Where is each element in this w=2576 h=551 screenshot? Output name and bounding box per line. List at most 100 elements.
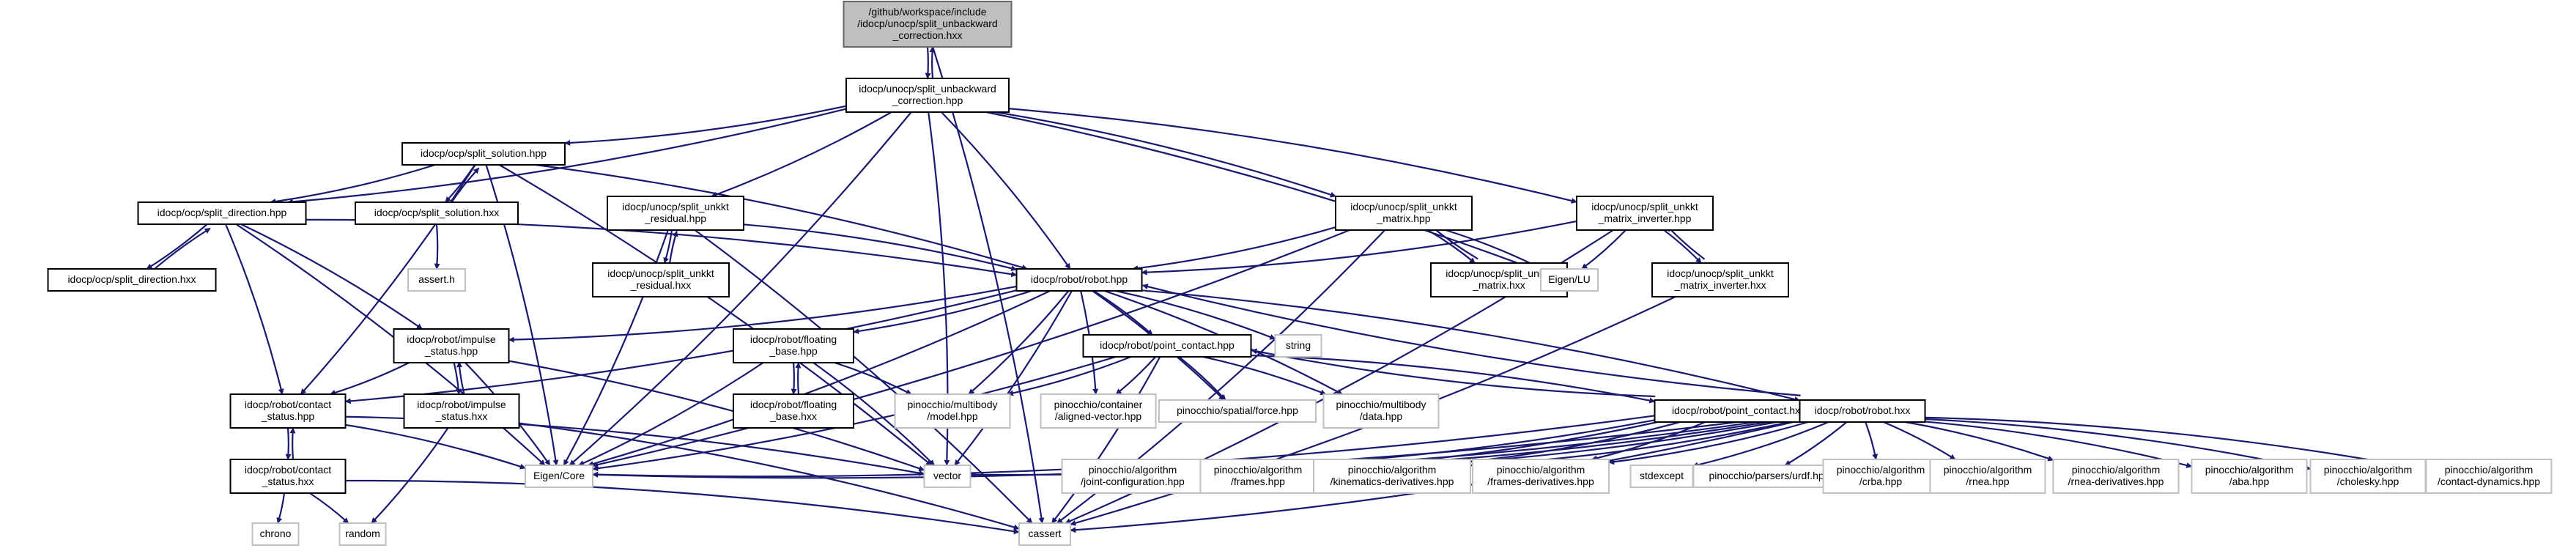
edge-unkkt-residual-hxx-to-unkkt-residual-hpp <box>668 230 678 265</box>
node-label: idocp/unocp/split_unkkt <box>1667 267 1774 279</box>
node-box <box>1322 393 1440 429</box>
node-label: _residual.hpp <box>644 212 706 224</box>
edge-point-contact-hpp-to-eigen-core <box>592 355 1117 472</box>
node-label: _correction.hpp <box>892 95 963 106</box>
node-split-direction-hxx[interactable]: idocp/ocp/split_direction.hxx <box>47 268 217 292</box>
node-label: /frames.hpp <box>1231 476 1285 487</box>
node-box <box>47 268 217 292</box>
node-box <box>1313 459 1471 494</box>
edge-sub-hpp-to-root <box>929 46 936 79</box>
node-rnea: pinocchio/algorithm/rnea.hpp <box>1929 459 2046 494</box>
node-floating-base-hxx[interactable]: idocp/robot/floating_base.hxx <box>733 393 854 429</box>
node-label: /model.hpp <box>927 410 977 422</box>
node-box <box>843 1 1013 48</box>
node-label: random <box>345 528 380 539</box>
edge-root-to-cassert <box>932 46 1045 524</box>
edge-unkkt-residual-hpp-to-robot-hpp <box>743 223 1018 272</box>
node-urdf: pinocchio/parsers/urdf.hpp <box>1692 465 1846 488</box>
edge-split-solution-hpp-to-contact-status-hpp <box>300 164 476 395</box>
node-label: _base.hpp <box>769 345 818 357</box>
node-label: /idocp/unocp/split_unbackward <box>857 18 997 29</box>
node-box <box>393 328 510 363</box>
node-root[interactable]: /github/workspace/include/idocp/unocp/sp… <box>843 1 1013 48</box>
node-label: /aligned-vector.hpp <box>1055 410 1142 422</box>
node-contact-status-hpp[interactable]: idocp/robot/contact_status.hpp <box>229 393 347 429</box>
node-label: idocp/robot/floating <box>750 399 837 410</box>
node-label: /rnea.hpp <box>1966 476 2009 487</box>
edge-point-contact-hpp-to-cassert <box>1051 356 1161 524</box>
node-robot-hxx[interactable]: idocp/robot/robot.hxx <box>1799 399 1926 423</box>
edge-floating-base-hpp-to-pin-model <box>834 361 912 395</box>
node-label: /rnea-derivatives.hpp <box>2068 476 2164 487</box>
node-label: pinocchio/spatial/force.hpp <box>1177 404 1298 416</box>
node-assert-h: assert.h <box>407 268 466 292</box>
node-frames: pinocchio/algorithm/frames.hpp <box>1199 459 1317 494</box>
node-label: idocp/robot/point_contact.hxx <box>1672 404 1805 416</box>
edge-contact-status-hxx-to-random <box>309 492 349 524</box>
edge-point-contact-hpp-to-point-contact-hxx <box>1251 354 1656 404</box>
node-robot-hpp[interactable]: idocp/robot/robot.hpp <box>1015 268 1143 292</box>
node-label: /frames-derivatives.hpp <box>1487 476 1594 487</box>
node-inverter-hpp[interactable]: idocp/unocp/split_unkkt_matrix_inverter.… <box>1576 196 1714 231</box>
node-label: /contact-dynamics.hpp <box>2438 476 2540 487</box>
node-label: idocp/unocp/split_unkkt <box>622 201 729 212</box>
edge-point-contact-hpp-to-pin-data <box>1202 355 1327 396</box>
edge-robot-hxx-to-rnea <box>1883 421 1956 460</box>
node-unkkt-residual-hxx[interactable]: idocp/unocp/split_unkkt_residual.hxx <box>592 262 730 297</box>
node-box <box>229 393 347 429</box>
node-label: /github/workspace/include <box>868 6 986 18</box>
node-box <box>1158 399 1317 423</box>
node-label: string <box>1286 339 1311 351</box>
edge-robot-hpp-to-vector <box>954 290 1073 466</box>
edge-sub-hpp-to-robot-hpp <box>941 111 1071 270</box>
edge-sub-hpp-to-eigen-lu <box>985 111 1541 273</box>
edge-unkkt-matrix-hpp-to-unkkt-matrix-hxx <box>1427 229 1476 264</box>
node-unkkt-matrix-hpp[interactable]: idocp/unocp/split_unkkt_matrix.hpp <box>1335 196 1473 231</box>
node-point-contact-hpp[interactable]: idocp/robot/point_contact.hpp <box>1082 334 1252 358</box>
edge-unkkt-residual-hpp-to-cassert <box>694 229 1033 524</box>
node-box <box>733 328 854 363</box>
node-point-contact-hxx[interactable]: idocp/robot/point_contact.hxx <box>1654 399 1824 423</box>
edge-point-contact-hxx-to-point-contact-hpp <box>1251 348 1656 398</box>
edge-robot-hxx-to-rnea-deriv <box>1905 421 2054 462</box>
node-contact-dyn: pinocchio/algorithm/contact-dynamics.hpp <box>2425 459 2553 494</box>
node-impulse-status-hpp[interactable]: idocp/robot/impulse_status.hpp <box>393 328 510 363</box>
node-impulse-status-hxx[interactable]: idocp/robot/impulse_status.hxx <box>403 393 520 429</box>
node-split-solution-hxx[interactable]: idocp/ocp/split_solution.hxx <box>355 201 519 225</box>
edge-robot-hpp-to-robot-hxx <box>1141 289 1801 402</box>
edge-robot-hxx-to-stdexcept <box>1692 421 1829 468</box>
node-label: chrono <box>260 528 292 539</box>
edge-sub-hpp-to-inverter-hpp <box>1008 108 1577 204</box>
node-label: idocp/robot/robot.hpp <box>1031 273 1128 285</box>
node-box <box>2425 459 2553 494</box>
node-label: /kinematics-derivatives.hpp <box>1330 476 1454 487</box>
edge-robot-hxx-to-crba <box>1865 421 1879 460</box>
node-box <box>923 465 971 488</box>
edge-impulse-status-hpp-to-contact-status-hpp <box>329 362 410 396</box>
node-sub-hpp[interactable]: idocp/unocp/split_unbackward_correction.… <box>845 78 1010 113</box>
node-box <box>1799 399 1926 423</box>
edge-split-direction-hxx-to-split-direction-hpp <box>149 227 211 274</box>
node-label: _matrix.hpp <box>1376 212 1430 224</box>
node-split-solution-hpp[interactable]: idocp/ocp/split_solution.hpp <box>401 142 566 166</box>
node-label: pinocchio/container <box>1054 399 1143 410</box>
node-string: string <box>1274 334 1322 358</box>
node-box <box>1335 196 1473 231</box>
node-cholesky: pinocchio/algorithm/cholesky.hpp <box>2309 459 2427 494</box>
edge-split-direction-hpp-to-impulse-status-hpp <box>240 223 423 330</box>
edge-robot-hxx-to-frames-deriv <box>1608 421 1809 465</box>
node-label: _status.hxx <box>435 410 488 422</box>
node-unkkt-residual-hpp[interactable]: idocp/unocp/split_unkkt_residual.hpp <box>607 196 744 231</box>
node-split-direction-hpp[interactable]: idocp/ocp/split_direction.hpp <box>137 201 307 225</box>
node-label: idocp/robot/point_contact.hpp <box>1100 339 1235 351</box>
node-label: _status.hpp <box>261 410 315 422</box>
node-inverter-hxx[interactable]: idocp/unocp/split_unkkt_matrix_inverter.… <box>1651 262 1789 297</box>
node-label: idocp/unocp/split_unkkt <box>1591 201 1698 212</box>
node-floating-base-hpp[interactable]: idocp/robot/floating_base.hpp <box>733 328 854 363</box>
node-box <box>338 522 387 546</box>
edge-contact-status-hxx-to-contact-status-hpp <box>289 427 296 460</box>
node-contact-status-hxx[interactable]: idocp/robot/contact_status.hxx <box>229 459 347 494</box>
node-box <box>1929 459 2046 494</box>
node-box <box>1692 465 1846 488</box>
